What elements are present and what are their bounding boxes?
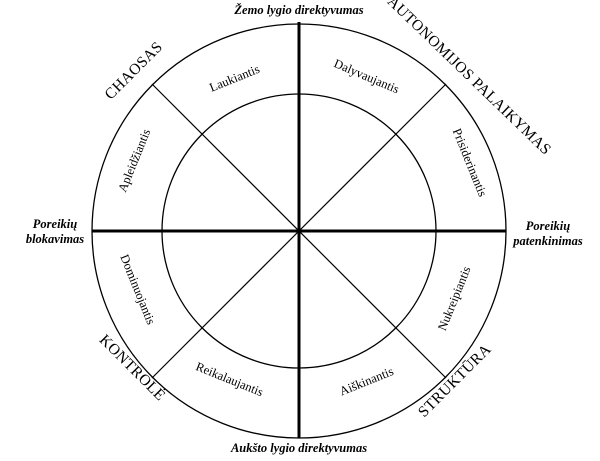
sector-label-dominuojantis: Dominuojantis (117, 252, 158, 326)
axis-label-top: Žemo lygio direktyvumas (233, 3, 363, 17)
sector-label-apleidziantis: Apleidžiantis (115, 127, 153, 194)
quadrant-label-autonomy-support: AUTONOMIJOS PALAIKYMAS (384, 0, 555, 159)
quadrant-label-structure: STRUKTŪRA (415, 341, 495, 421)
quadrant-label-control: KONTROLĖ (96, 331, 169, 404)
axis-label-left-line1: Poreikių (33, 217, 77, 231)
sector-label-nukreipiantis: Nukreipiantis (435, 264, 474, 332)
quadrant-label-chaos: CHAOSAS (101, 38, 166, 103)
sector-label-laukiantis: Laukiantis (207, 62, 261, 95)
sector-label-dalyvaujantis: Dalyvaujantis (332, 56, 402, 96)
axis-label-left-line2: blokavimas (26, 232, 84, 246)
sector-label-aiskinantis: Aiškinantis (337, 364, 395, 398)
axis-label-right-line1: Poreikių (526, 219, 570, 233)
sector-label-reikalaujantis: Reikalaujantis (194, 359, 266, 399)
axis-label-bottom: Aukšto lygio direktyvumas (230, 441, 367, 455)
axis-label-right-line2: patenkinimas (512, 234, 583, 248)
